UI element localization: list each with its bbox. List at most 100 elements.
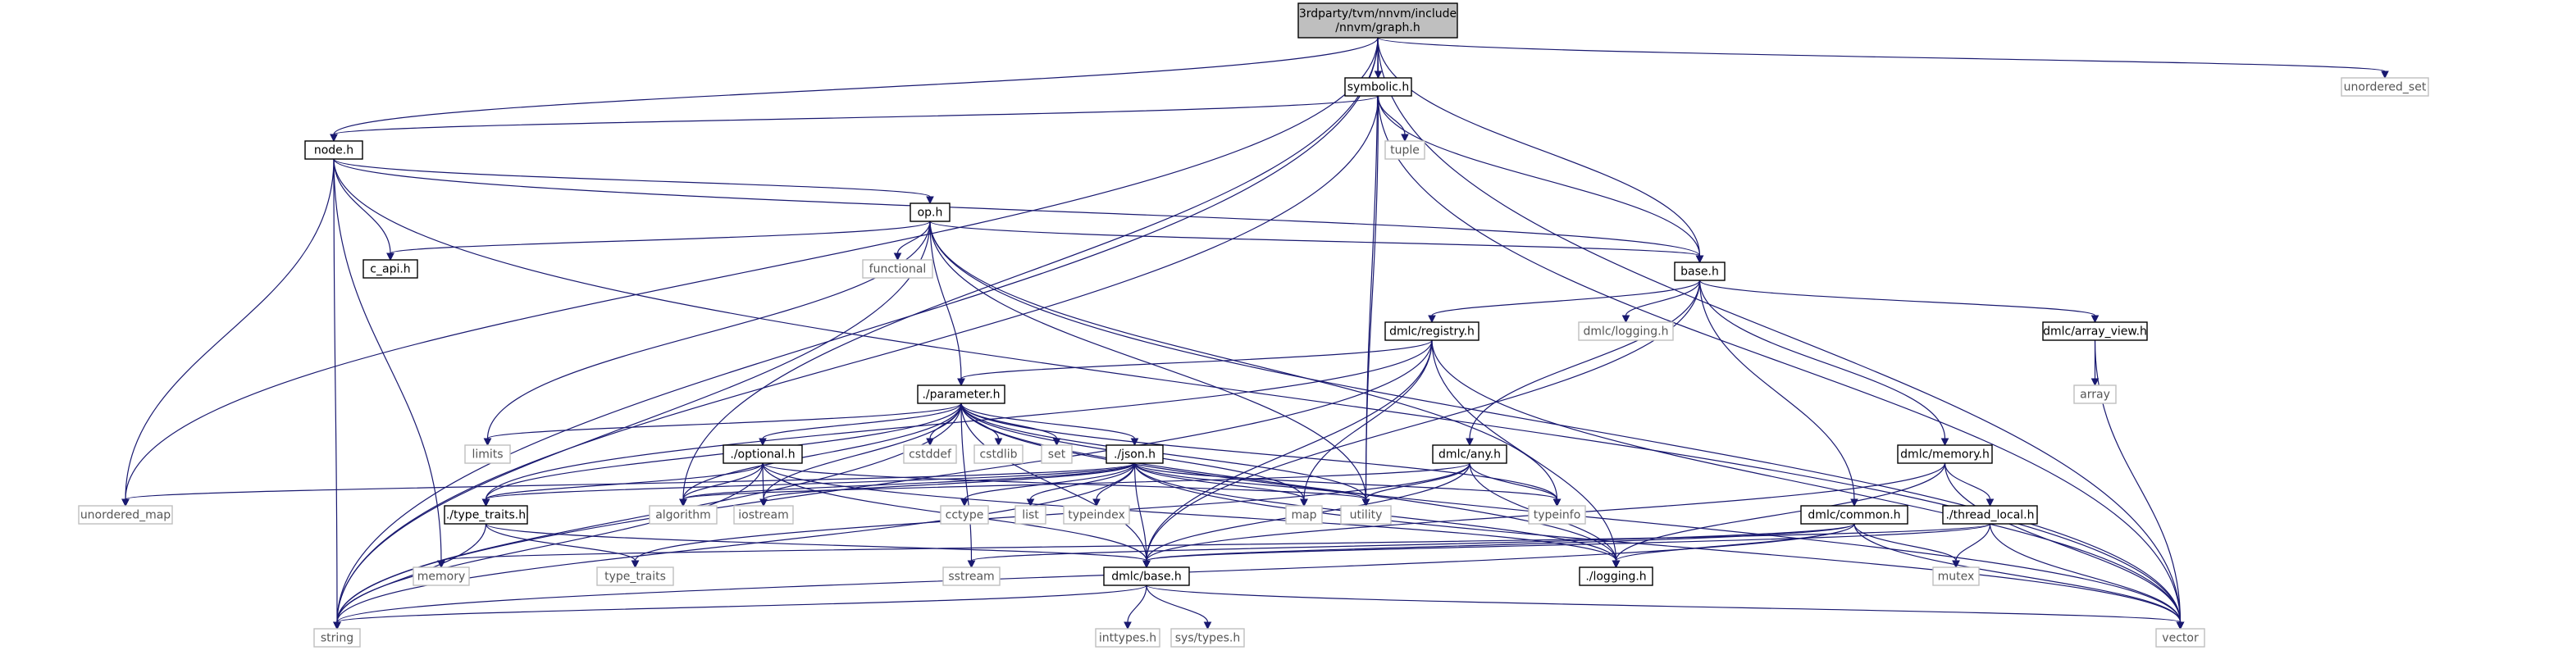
- edge-dmlc-memory-to-thread-local: [1944, 462, 1995, 507]
- edge-line: [1377, 95, 1701, 257]
- edge-type-traits-h-to-dmlc-base: [485, 523, 1151, 569]
- node-parameter[interactable]: ./parameter.h: [917, 384, 1005, 404]
- edge-line: [929, 221, 1367, 500]
- arrowhead: [631, 560, 640, 569]
- node-box: [1014, 505, 1046, 525]
- arrowhead: [1300, 498, 1308, 507]
- node-box: [1800, 505, 1908, 525]
- node-json[interactable]: ./json.h: [1106, 444, 1164, 464]
- node-inttypes: inttypes.h: [1095, 628, 1160, 648]
- node-node[interactable]: node.h: [304, 140, 363, 160]
- node-dmlc-common[interactable]: dmlc/common.h: [1800, 505, 1908, 525]
- edge-dmlc-common-to-dmlc-base: [1142, 523, 1855, 569]
- node-label: memory: [417, 571, 466, 584]
- node-dmlc-any[interactable]: dmlc/any.h: [1432, 444, 1507, 464]
- node-map: map: [1285, 505, 1323, 525]
- edge-line: [1146, 339, 1433, 562]
- node-box: [1579, 566, 1653, 586]
- edge-dmlc-registry-to-parameter: [957, 339, 1433, 387]
- node-label: c_api.h: [370, 263, 410, 276]
- edge-parameter-to-sstream: [960, 403, 976, 569]
- arrowhead: [994, 438, 1003, 447]
- node-box: [733, 505, 794, 525]
- edge-line: [1303, 339, 1433, 500]
- edge-line: [1146, 584, 1209, 623]
- node-label: ./json.h: [1114, 448, 1156, 462]
- edge-dmlc-base-to-inttypes: [1124, 584, 1147, 630]
- edge-line: [333, 158, 442, 562]
- node-label: sys/types.h: [1175, 632, 1240, 645]
- node-label: dmlc/registry.h: [1389, 325, 1475, 339]
- node-box: [1285, 505, 1323, 525]
- node-label: ./thread_local.h: [1945, 509, 2034, 522]
- edge-line: [762, 403, 962, 439]
- node-op[interactable]: op.h: [910, 202, 951, 222]
- node-label: 3rdparty/tvm/nnvm/include: [1299, 7, 1457, 20]
- node-label: node.h: [314, 144, 353, 157]
- arrowhead: [1428, 315, 1436, 324]
- node-typeinfo: typeinfo: [1528, 505, 1586, 525]
- node-box: [596, 566, 674, 586]
- node-thread-local[interactable]: ./thread_local.h: [1942, 505, 2038, 525]
- edge-line: [333, 158, 931, 198]
- node-label: cstdlib: [979, 448, 1017, 462]
- edge-line: [929, 221, 1701, 257]
- edge-root-to-string: [333, 37, 1379, 630]
- node-label: typeinfo: [1534, 509, 1581, 522]
- node-label: string: [321, 632, 353, 645]
- node-label: ./type_traits.h: [446, 509, 526, 522]
- node-box: [1106, 444, 1164, 464]
- node-symbolic[interactable]: symbolic.h: [1344, 77, 1412, 97]
- node-box: [1932, 566, 1980, 586]
- arrowhead: [2090, 378, 2100, 387]
- arrowhead: [893, 252, 902, 262]
- edge-root-to-unordered-set: [1377, 37, 2389, 80]
- node-box: [649, 505, 718, 525]
- node-box: [313, 628, 361, 648]
- node-base[interactable]: base.h: [1674, 262, 1726, 281]
- node-box: [1942, 505, 2038, 525]
- arrowhead: [967, 560, 976, 569]
- node-label: cstddef: [909, 448, 952, 462]
- edge-base-to-dmlc-any: [1466, 280, 1701, 447]
- node-logging-local[interactable]: ./logging.h: [1579, 566, 1653, 586]
- node-label: sstream: [948, 571, 994, 584]
- edge-base-to-dmlc-common: [1698, 280, 1858, 507]
- node-dmlc-registry[interactable]: dmlc/registry.h: [1384, 321, 1479, 341]
- node-dmlc-memory[interactable]: dmlc/memory.h: [1897, 444, 1993, 464]
- node-box: [903, 444, 957, 464]
- node-root[interactable]: 3rdparty/tvm/nnvm/include/nnvm/graph.h: [1297, 2, 1458, 39]
- node-cstddef: cstddef: [903, 444, 957, 464]
- edge-line: [1365, 462, 1470, 500]
- node-label: list: [1022, 509, 1039, 522]
- node-label: array: [2080, 389, 2110, 402]
- edge-line: [1431, 339, 1617, 562]
- node-unordered-map: unordered_map: [78, 505, 173, 525]
- node-mutex: mutex: [1932, 566, 1980, 586]
- node-c-api[interactable]: c_api.h: [362, 259, 418, 279]
- arrowhead: [957, 378, 965, 387]
- node-type-traits-h[interactable]: ./type_traits.h: [444, 505, 528, 525]
- edge-line: [682, 403, 962, 500]
- node-dmlc-base[interactable]: dmlc/base.h: [1103, 566, 1190, 586]
- arrowhead: [1621, 315, 1630, 324]
- node-label: tuple: [1390, 144, 1420, 157]
- edge-dmlc-common-to-sstream: [967, 523, 1855, 569]
- edge-line: [762, 462, 764, 500]
- edge-line: [1431, 339, 2182, 623]
- edge-line: [929, 221, 1558, 500]
- node-box: [444, 505, 528, 525]
- node-box: [1528, 505, 1586, 525]
- edge-dmlc-common-to-vector: [1853, 523, 2185, 630]
- edge-line: [1365, 95, 1379, 500]
- node-box: [1095, 628, 1160, 648]
- node-label: typeindex: [1068, 509, 1125, 522]
- node-dmlc-array-view[interactable]: dmlc/array_view.h: [2042, 321, 2148, 341]
- edge-node-to-op: [333, 158, 934, 205]
- edge-line: [1625, 280, 1701, 316]
- node-utility: utility: [1340, 505, 1392, 525]
- node-box: [2073, 384, 2117, 404]
- node-label: inttypes.h: [1099, 632, 1156, 645]
- node-optional[interactable]: ./optional.h: [723, 444, 803, 464]
- node-box: [723, 444, 803, 464]
